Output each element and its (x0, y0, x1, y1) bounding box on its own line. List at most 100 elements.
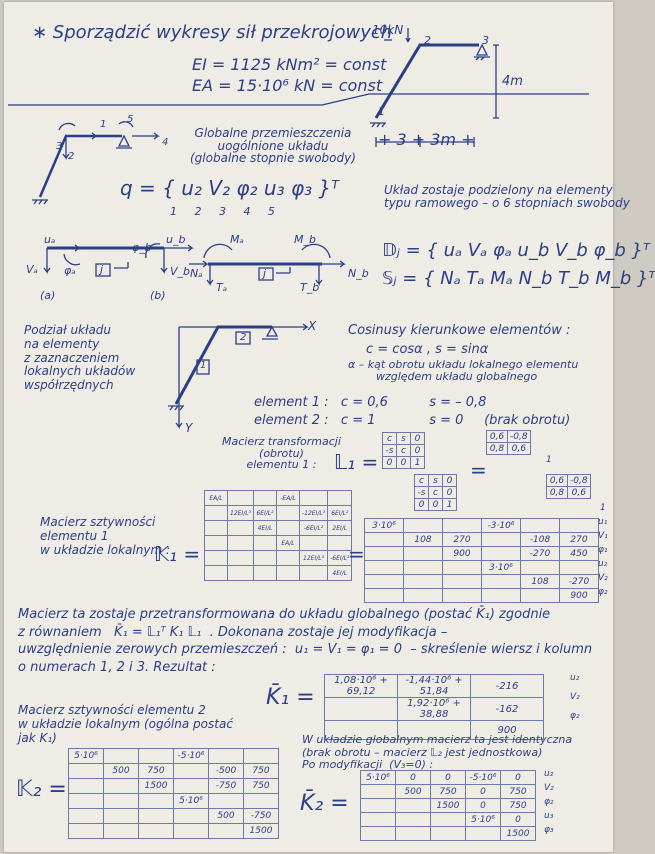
matrix-cell: 1500 (243, 823, 279, 839)
matrix-cell: 0 (382, 456, 397, 469)
matrix-cell (442, 574, 482, 589)
matrix-cell: 0 (500, 770, 536, 785)
matrix-cell (430, 826, 466, 841)
matrix-cell: s (396, 432, 411, 445)
matrix-row: 1,92·10⁶ + 38,88-162 (324, 697, 544, 721)
k2-equals: 𝕂₂ = (16, 777, 67, 802)
span-dimensions: + 3 + 3m + (378, 130, 475, 149)
ua-label: uₐ (44, 233, 56, 246)
matrix-cell (243, 748, 279, 764)
matrix-row: 1,08·10⁶ + 69,12-1,44·10⁶ + 51,84-216 (324, 674, 544, 698)
element-forces-sketch (189, 243, 346, 286)
row-dof-label: φ₂ (570, 711, 580, 721)
matrix-cell: 0 (410, 432, 425, 445)
matrix-row: 0,6-0,8 (546, 474, 591, 487)
notebook-page: ∗ Sporządzić wykresy sił przekrojowych E… (4, 2, 655, 852)
matrix-cell (559, 518, 599, 533)
matrix-cell: -270 (559, 574, 599, 589)
matrix-row: 900 (364, 588, 599, 603)
matrix-row: 3·10⁶ (364, 560, 599, 575)
matrix-cell: 0 (414, 498, 429, 511)
matrix-cell (442, 518, 482, 533)
matrix-cell: c (396, 444, 411, 457)
matrix-cell: 12EI/L³ (227, 505, 254, 521)
matrix-cell (103, 778, 139, 794)
row-dof-label: φ₃ (544, 825, 554, 835)
matrix-cell: 900 (470, 720, 544, 740)
row-dof-label: u₂ (598, 559, 608, 569)
matrix-cell (481, 574, 521, 589)
matrix-cell (403, 518, 443, 533)
ta-label: Tₐ (216, 281, 228, 294)
matrix-cell (275, 565, 300, 581)
matrix-cell (364, 532, 404, 547)
matrix-cell: 0,6 (486, 430, 508, 443)
row-dof-label: φ₁ (598, 545, 608, 555)
matrix-cell (324, 697, 398, 721)
matrix-cell: 0,6 (507, 442, 531, 455)
matrix-cell: 1500 (500, 826, 536, 841)
elem-j-label-2: j (263, 267, 267, 280)
transform-one-1: 1 (546, 455, 552, 465)
matrix-cell: 500 (208, 808, 244, 824)
matrix-cell (442, 588, 482, 603)
matrix-row: 1500 (360, 826, 536, 841)
sj-vector: 𝕊ⱼ = { Nₐ Tₐ Mₐ N_b T_b M_b }ᵀ (382, 268, 655, 289)
matrix-cell: 0,8 (486, 442, 508, 455)
node-3-label: 3 (482, 34, 489, 47)
transform-label: Macierz transformacji (obrotu) elementu … (222, 435, 341, 472)
elem-j-label-1: j (100, 263, 104, 276)
matrix-cell (395, 826, 431, 841)
matrix-cell (403, 588, 443, 603)
matrix-cell (227, 490, 254, 506)
matrix-cell: -12EI/L³ (298, 505, 329, 521)
matrix-cell: -EA/L (275, 490, 300, 506)
dof-label-5: 5 (127, 114, 134, 125)
matrix-row: 108-270 (364, 574, 599, 589)
matrix-cell (442, 560, 482, 575)
matrix-cell: 4EI/L (252, 520, 277, 536)
row-dof-label: V₂ (544, 783, 554, 793)
matrix-cell: 1,08·10⁶ + 69,12 (324, 674, 398, 698)
ei-property: EI = 1125 kNm² = const (192, 55, 387, 74)
matrix-cell (364, 588, 404, 603)
row-dof-label: u₃ (544, 811, 554, 821)
matrix-cell: -270 (520, 546, 560, 561)
matrix-cell (227, 565, 254, 581)
row-dof-label: φ₂ (598, 587, 608, 597)
node-a-label: (a) (40, 289, 56, 302)
x-axis-label: X (308, 319, 317, 333)
matrix-cell (360, 812, 396, 827)
row-dof-label: V₂ (570, 692, 580, 702)
l1-second-equals: = (470, 458, 487, 482)
global-transform-text: Macierz ta zostaje przetransformowana do… (18, 607, 593, 675)
matrix-cell (360, 798, 396, 813)
matrix-cell: 3·10⁶ (364, 518, 404, 533)
matrix-cell: c (414, 474, 429, 487)
matrix-cell (520, 518, 560, 533)
matrix-cell (481, 588, 521, 603)
matrix-cell (403, 574, 443, 589)
matrix-cell (364, 560, 404, 575)
row-dof-label: u₁ (598, 517, 608, 527)
matrix-cell: 500 (395, 784, 431, 799)
matrix-cell: 5·10⁶ (173, 793, 209, 809)
matrix-cell: -162 (470, 697, 544, 721)
matrix-cell (481, 532, 521, 547)
matrix-cell (208, 793, 244, 809)
matrix-cell: EA/L (275, 535, 300, 551)
matrix-cell (395, 812, 431, 827)
matrix-cell (227, 535, 254, 551)
matrix-row: 4EI/L (204, 565, 353, 581)
matrix-cell (204, 550, 228, 566)
matrix-cell (204, 505, 228, 521)
separator-line (8, 93, 589, 106)
matrix-cell: -s (414, 486, 429, 499)
frame-structure-sketch (374, 43, 479, 119)
mb-label: M_b (294, 233, 316, 246)
matrix-cell: 6EI/L² (327, 505, 353, 521)
